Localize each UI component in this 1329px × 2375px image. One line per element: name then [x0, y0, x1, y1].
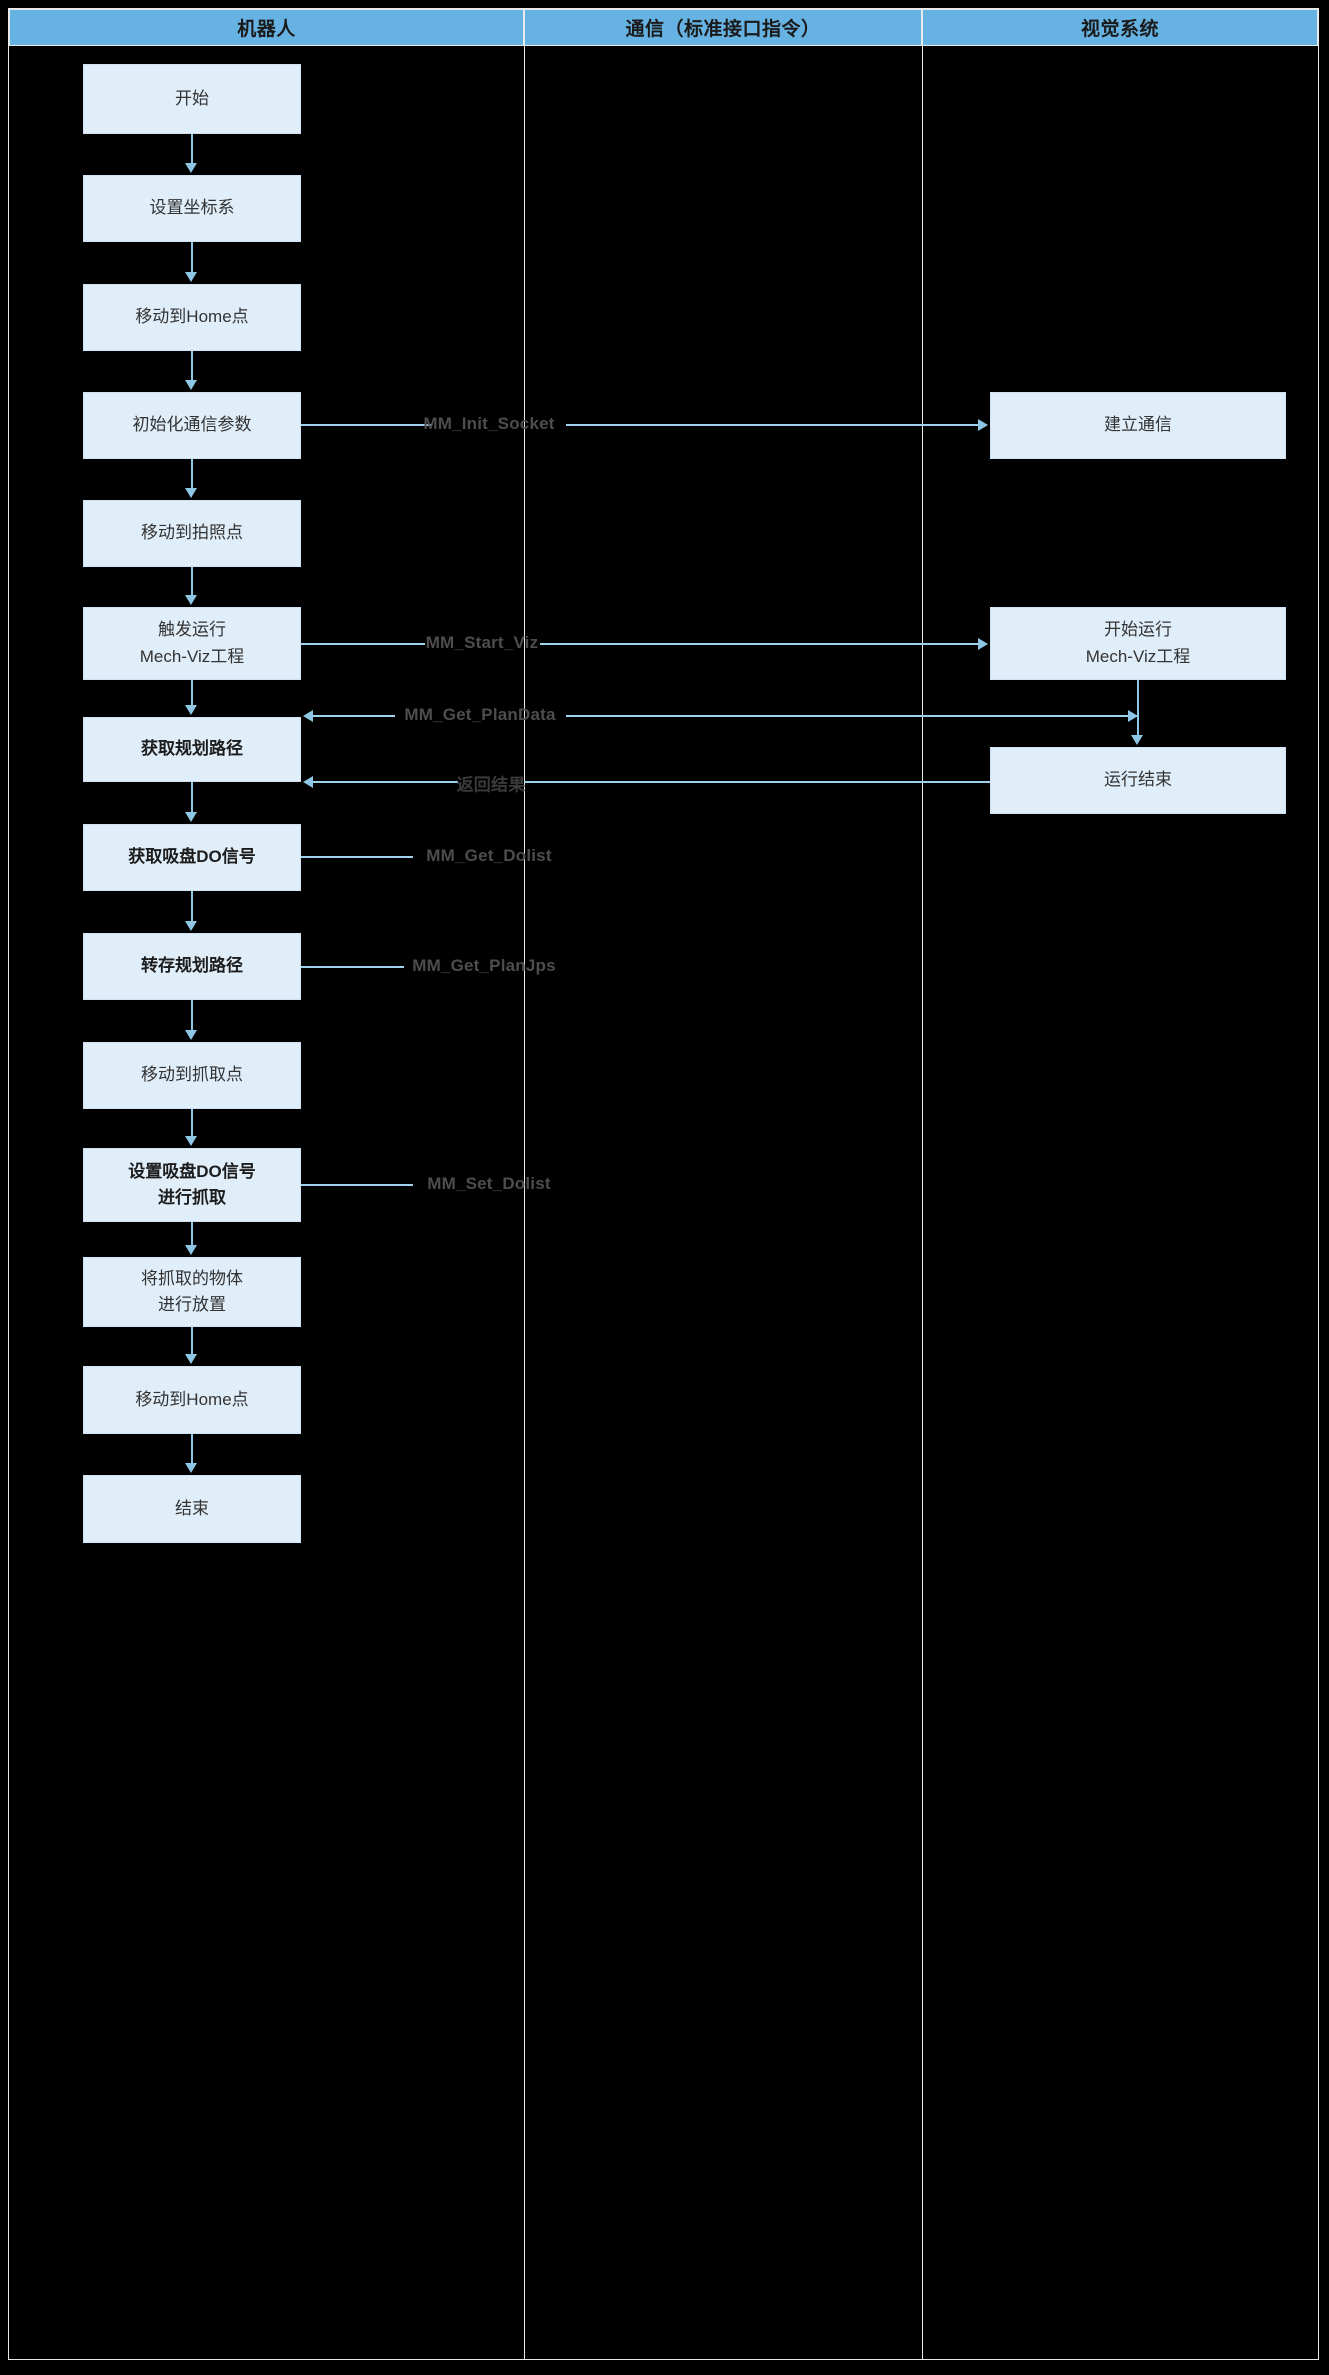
edge-get-dolist-line: [301, 856, 413, 858]
edge-label-return-result: 返回结果: [456, 775, 526, 795]
edge-set-dolist-line: [301, 1184, 413, 1186]
node-label-line2: 进行放置: [158, 1295, 226, 1314]
node-move-to-home-1[interactable]: 移动到Home点: [83, 284, 301, 351]
edge-label-mm-get-plandata: MM_Get_PlanData: [404, 705, 556, 724]
node-label: 移动到抓取点: [141, 1065, 243, 1085]
node-get-suction-do-signal[interactable]: 获取吸盘DO信号: [83, 824, 301, 891]
node-label: 初始化通信参数: [132, 415, 252, 435]
edge-get-plandata-left: [313, 715, 395, 717]
lane-divider-1: [524, 46, 525, 2359]
edge-label-mm-start-viz: MM_Start_Viz: [425, 633, 539, 652]
node-run-finished[interactable]: 运行结束: [990, 747, 1286, 814]
node-label: 建立通信: [1104, 415, 1172, 435]
node-label: 设置坐标系: [149, 198, 235, 218]
arrowhead-down: [185, 488, 197, 498]
edge-vision-junction-down: [1137, 716, 1139, 735]
edge-start-viz-left: [301, 643, 425, 645]
edge-init-socket-left: [301, 424, 431, 426]
node-label: 获取规划路径: [141, 739, 243, 759]
node-label-line1: 触发运行: [158, 620, 226, 640]
node-init-comm-params[interactable]: 初始化通信参数: [83, 392, 301, 459]
node-set-suction-do-and-pick[interactable]: 设置吸盘DO信号 进行抓取: [83, 1148, 301, 1222]
edge-getdo-to-savepath: [191, 891, 193, 921]
edge-label-mm-get-planjps: MM_Get_PlanJps: [412, 956, 556, 975]
lane-divider-2: [922, 46, 923, 2359]
lane-header-robot: 机器人: [9, 9, 524, 46]
edge-label-mm-set-dolist: MM_Set_Dolist: [427, 1174, 551, 1193]
node-label: 运行结束: [1104, 770, 1172, 790]
arrowhead-right: [1128, 710, 1138, 722]
edge-start-to-coord: [191, 134, 193, 165]
arrowhead-down: [185, 595, 197, 605]
node-label-line2: 进行抓取: [158, 1188, 226, 1207]
node-label: 结束: [175, 1498, 209, 1518]
node-label: 转存规划路径: [141, 956, 243, 976]
arrowhead-right: [978, 638, 988, 650]
edge-return-result-right: [524, 781, 990, 783]
arrowhead-down: [185, 812, 197, 822]
edge-capture-to-trigger: [191, 567, 193, 595]
arrowhead-left: [303, 710, 313, 722]
edge-pickpoint-to-setdo: [191, 1109, 193, 1136]
edge-savepath-to-pickpoint: [191, 1000, 193, 1030]
node-start-run-mechviz[interactable]: 开始运行 Mech-Viz工程: [990, 607, 1286, 680]
edge-get-planjps-line: [301, 966, 404, 968]
edge-vision-run-to-junction: [1137, 680, 1139, 728]
node-label: 移动到Home点: [135, 307, 249, 327]
node-label-line1: 开始运行: [1104, 620, 1172, 640]
arrowhead-down: [1131, 735, 1143, 745]
edge-setdo-to-place: [191, 1222, 193, 1245]
node-trigger-mechviz[interactable]: 触发运行 Mech-Viz工程: [83, 607, 301, 680]
node-end[interactable]: 结束: [83, 1475, 301, 1543]
arrowhead-down: [185, 272, 197, 282]
edge-init-to-capture: [191, 459, 193, 488]
lane-header-vision: 视觉系统: [922, 9, 1318, 46]
node-move-to-capture-point[interactable]: 移动到拍照点: [83, 500, 301, 567]
node-start[interactable]: 开始: [83, 64, 301, 134]
edge-coord-to-home1: [191, 242, 193, 272]
node-establish-communication[interactable]: 建立通信: [990, 392, 1286, 459]
arrowhead-down: [185, 1245, 197, 1255]
edge-getpath-to-getdo: [191, 782, 193, 812]
arrowhead-left: [303, 776, 313, 788]
node-label-line2: Mech-Viz工程: [1085, 646, 1191, 666]
edge-home2-to-end: [191, 1434, 193, 1463]
edge-label-mm-get-dolist: MM_Get_Dolist: [426, 846, 552, 865]
node-label-line1: 将抓取的物体: [141, 1268, 243, 1288]
edge-home1-to-init: [191, 351, 193, 380]
lane-header-communication: 通信（标准接口指令）: [524, 9, 922, 46]
node-label: 移动到Home点: [135, 1389, 249, 1409]
arrowhead-down: [185, 1030, 197, 1040]
arrowhead-down: [185, 1463, 197, 1473]
arrowhead-down: [185, 163, 197, 173]
arrowhead-right: [978, 419, 988, 431]
arrowhead-down: [185, 921, 197, 931]
edge-start-viz-right: [540, 643, 980, 645]
edge-place-to-home2: [191, 1327, 193, 1354]
edge-init-socket-right: [566, 424, 980, 426]
node-label-line2: Mech-Viz工程: [139, 646, 245, 666]
node-set-coordinate-system[interactable]: 设置坐标系: [83, 175, 301, 242]
edge-label-mm-init-socket: MM_Init_Socket: [423, 414, 555, 433]
node-label: 获取吸盘DO信号: [128, 847, 256, 867]
node-place-object[interactable]: 将抓取的物体 进行放置: [83, 1257, 301, 1327]
node-get-plan-path[interactable]: 获取规划路径: [83, 717, 301, 782]
edge-return-result-left: [313, 781, 458, 783]
arrowhead-down: [185, 705, 197, 715]
arrowhead-down: [185, 380, 197, 390]
node-label-line1: 设置吸盘DO信号: [128, 1161, 256, 1181]
node-label: 开始: [175, 88, 209, 108]
arrowhead-down: [185, 1354, 197, 1364]
node-move-to-home-2[interactable]: 移动到Home点: [83, 1366, 301, 1434]
node-save-plan-path[interactable]: 转存规划路径: [83, 933, 301, 1000]
edge-get-plandata-right: [566, 715, 1138, 717]
arrowhead-down: [185, 1136, 197, 1146]
node-move-to-pick-point[interactable]: 移动到抓取点: [83, 1042, 301, 1109]
node-label: 移动到拍照点: [141, 523, 243, 543]
edge-trigger-to-getpath: [191, 680, 193, 705]
